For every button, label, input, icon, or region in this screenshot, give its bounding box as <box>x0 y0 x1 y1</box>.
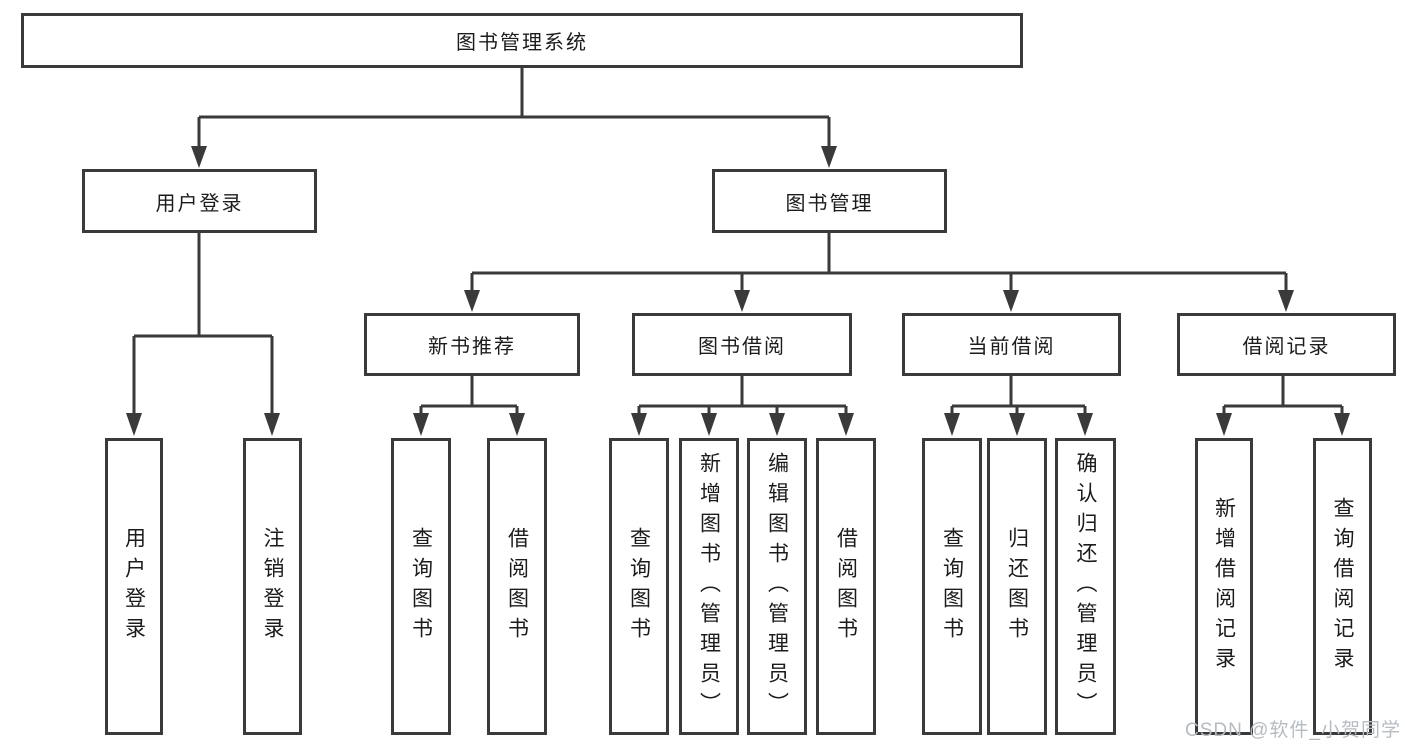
node-label: 查询图书 <box>940 526 964 647</box>
leaf-query-borrow-record: 查询借阅记录 <box>1313 438 1372 735</box>
node-label: 查询借阅记录 <box>1331 496 1354 677</box>
leaf-user-login: 用户登录 <box>105 438 163 735</box>
node-label: 编辑图书（管理员） <box>765 451 789 722</box>
node-library-management-system: 图书管理系统 <box>21 13 1023 68</box>
node-label: 新增图书（管理员） <box>697 451 721 722</box>
node-current-borrowing: 当前借阅 <box>902 313 1121 376</box>
node-label: 图书管理系统 <box>456 32 588 54</box>
node-label: 图书管理 <box>785 192 874 215</box>
leaf-borrow-books: 借阅图书 <box>816 438 876 735</box>
connector-lines <box>132 68 1344 417</box>
arrowhead-icons <box>126 146 1350 436</box>
node-label: 用户登录 <box>122 526 146 647</box>
node-label: 新书推荐 <box>428 336 516 358</box>
leaf-query-books-current: 查询图书 <box>922 438 982 735</box>
node-label: 注销登录 <box>261 526 284 647</box>
leaf-query-books-borrowing: 查询图书 <box>609 438 669 735</box>
csdn-watermark: CSDN @软件_小贺同学 <box>1185 720 1401 741</box>
node-book-management: 图书管理 <box>712 169 947 233</box>
leaf-confirm-return-admin: 确认归还（管理员） <box>1055 438 1116 735</box>
node-label: 当前借阅 <box>967 336 1056 358</box>
node-label: 查询图书 <box>409 526 433 647</box>
node-label: 借阅图书 <box>505 526 529 647</box>
node-user-login: 用户登录 <box>82 169 317 233</box>
node-new-book-recommendation: 新书推荐 <box>364 313 580 376</box>
node-label: 用户登录 <box>155 192 244 215</box>
leaf-return-books: 归还图书 <box>987 438 1047 735</box>
leaf-add-borrow-record: 新增借阅记录 <box>1195 438 1253 735</box>
node-borrowing-records: 借阅记录 <box>1177 313 1396 376</box>
node-label: 查询图书 <box>627 526 651 647</box>
node-label: 确认归还（管理员） <box>1074 451 1097 722</box>
leaf-query-books-recommend: 查询图书 <box>391 438 451 735</box>
leaf-logout: 注销登录 <box>243 438 302 735</box>
node-book-borrowing: 图书借阅 <box>632 313 852 376</box>
node-label: 借阅记录 <box>1242 336 1331 358</box>
node-label: 归还图书 <box>1005 526 1029 647</box>
node-label: 图书借阅 <box>698 336 786 358</box>
leaf-borrow-books-recommend: 借阅图书 <box>487 438 547 735</box>
node-label: 借阅图书 <box>834 526 858 647</box>
node-label: 新增借阅记录 <box>1212 496 1236 677</box>
leaf-edit-books-admin: 编辑图书（管理员） <box>747 438 807 735</box>
leaf-add-books-admin: 新增图书（管理员） <box>679 438 739 735</box>
